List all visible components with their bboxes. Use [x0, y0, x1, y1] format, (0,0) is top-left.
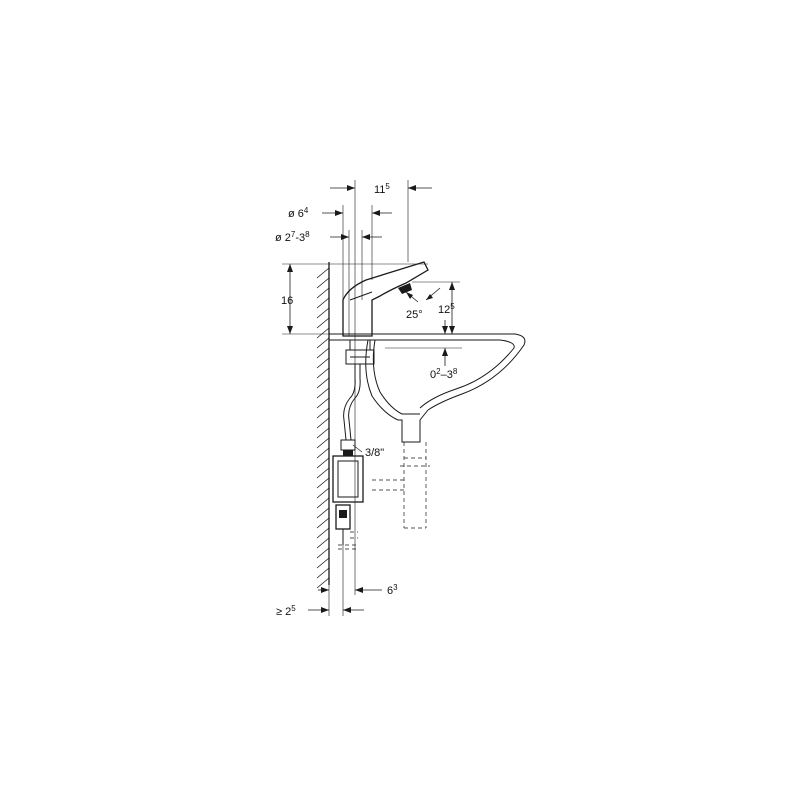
- dimension-outer-diameter: ø 64: [288, 205, 392, 336]
- hatch-stroke: [316, 567, 330, 579]
- hatch-stroke: [316, 467, 330, 479]
- label-spout-angle: 25°: [406, 309, 423, 321]
- dimension-height-left: 16: [281, 263, 428, 335]
- hatch-stroke: [316, 447, 330, 459]
- hatch-stroke: [316, 317, 330, 329]
- dimension-box-offset: 63: [318, 545, 398, 616]
- wall-hatching: [316, 267, 330, 589]
- dimension-spout-angle: 25°: [405, 287, 441, 321]
- hatch-stroke: [316, 527, 330, 539]
- hatch-stroke: [316, 427, 330, 439]
- hatch-stroke: [316, 327, 330, 339]
- hatch-stroke: [316, 277, 330, 289]
- hatch-stroke: [316, 397, 330, 409]
- hatch-stroke: [316, 487, 330, 499]
- dimension-top-width: 115: [330, 180, 432, 595]
- hatch-stroke: [316, 557, 330, 569]
- hatch-stroke: [316, 437, 330, 449]
- label-height-left: 16: [281, 295, 293, 307]
- hatch-stroke: [316, 347, 330, 359]
- label-wall-min: ≥ 25: [276, 604, 296, 618]
- hatch-stroke: [316, 297, 330, 309]
- faucet: [342, 261, 429, 365]
- hatch-stroke: [316, 377, 330, 389]
- hatch-stroke: [316, 497, 330, 509]
- dimension-spout-height: 125: [412, 281, 460, 334]
- label-deck-thickness: 02–38: [430, 367, 458, 381]
- hatch-stroke: [316, 417, 330, 429]
- label-top-width: 115: [374, 182, 390, 196]
- hatch-stroke: [316, 337, 330, 349]
- hatch-stroke: [316, 357, 330, 369]
- label-hole-diameter: ø 27-38: [275, 230, 310, 244]
- hatch-stroke: [316, 547, 330, 559]
- hatch-stroke: [316, 267, 330, 279]
- wall: [316, 262, 330, 589]
- dimension-wall-min: ≥ 25: [276, 585, 364, 618]
- label-outer-diameter: ø 64: [288, 206, 309, 220]
- hatch-stroke: [316, 477, 330, 489]
- hatch-stroke: [316, 287, 330, 299]
- hatch-stroke: [316, 577, 330, 589]
- hose-and-control-box: [332, 364, 364, 550]
- dimension-deck-thickness: 02–38: [385, 320, 462, 381]
- hatch-stroke: [316, 457, 330, 469]
- hose-connection-callout: 3/8": [352, 444, 384, 459]
- washbasin: [329, 333, 526, 529]
- hatch-stroke: [316, 387, 330, 399]
- hatch-stroke: [316, 507, 330, 519]
- hatch-stroke: [316, 517, 330, 529]
- hatch-stroke: [316, 307, 330, 319]
- label-spout-height: 125: [438, 302, 455, 316]
- label-box-offset: 63: [387, 583, 398, 597]
- hatch-stroke: [316, 537, 330, 549]
- label-hose-connection: 3/8": [365, 447, 384, 459]
- hatch-stroke: [316, 407, 330, 419]
- dimension-hole-diameter: ø 27-38: [275, 230, 382, 336]
- hatch-stroke: [316, 367, 330, 379]
